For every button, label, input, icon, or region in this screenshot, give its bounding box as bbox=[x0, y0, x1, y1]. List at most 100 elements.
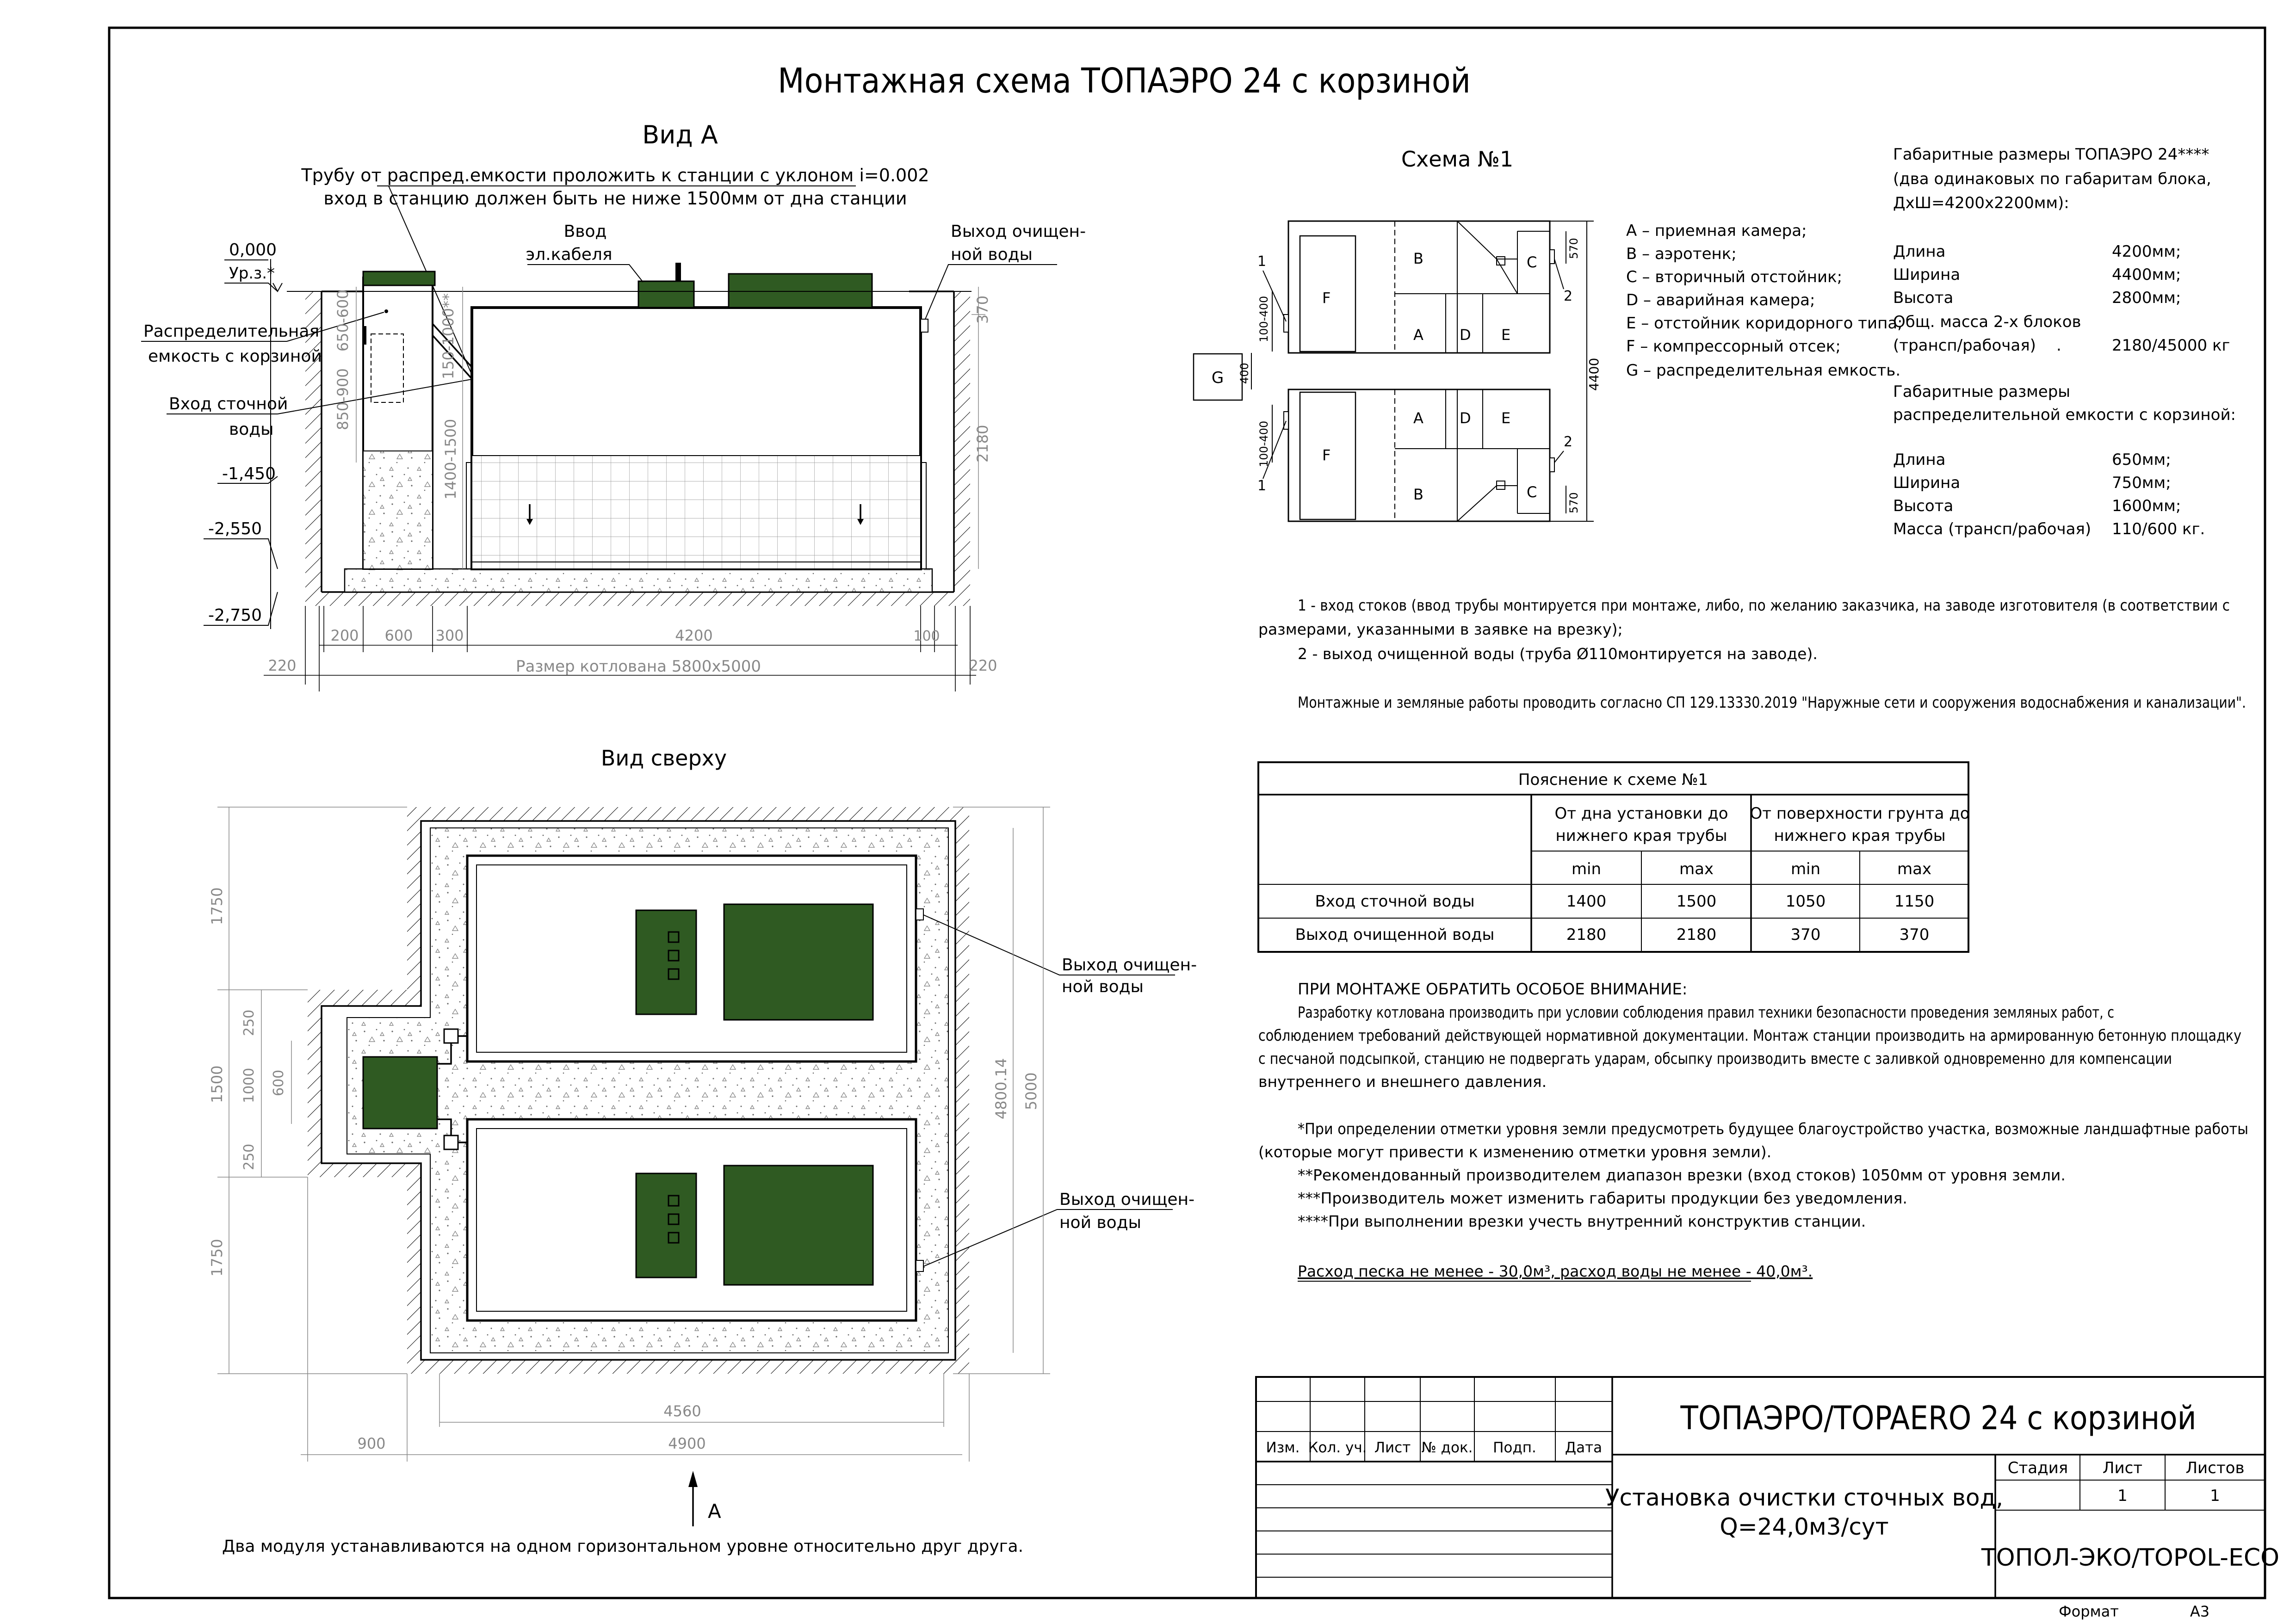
title-block: Изм. Кол. уч. Лист № док. Подп. Дата ТОП… bbox=[1255, 1376, 2279, 1620]
spec-length-value: 4200мм; bbox=[2112, 242, 2181, 261]
tb-desc-1: Установка очистки сточных вод, bbox=[1605, 1484, 2003, 1511]
attention-line-3: с песчаной подсыпкой, станцию не подверг… bbox=[1258, 1049, 2172, 1068]
dist-height-value: 1600мм; bbox=[2112, 497, 2181, 515]
legend-g: G – распределительная емкость. bbox=[1626, 361, 1900, 380]
spec-mass-dot: . bbox=[2056, 336, 2061, 355]
attention-notes: ПРИ МОНТАЖЕ ОБРАТИТЬ ОСОБОЕ ВНИМАНИЕ: Ра… bbox=[1258, 980, 2248, 1282]
dim-b-1: 200 bbox=[330, 627, 359, 644]
note-3: Монтажные и земляные работы проводить со… bbox=[1298, 693, 2246, 711]
view-a-note-1: Трубу от распред.емкости проложить к ста… bbox=[301, 165, 929, 185]
spec-length-label: Длина bbox=[1893, 242, 1945, 261]
tb-col-doc: № док. bbox=[1421, 1439, 1473, 1456]
dim-r-2: 5000 bbox=[1022, 1073, 1040, 1110]
scheme-dim-100-400b: 100-400 bbox=[1257, 421, 1270, 467]
scheme-top-d: D bbox=[1460, 326, 1471, 344]
tb-company: ТОПОЛ-ЭКО/TOPOL-ECO bbox=[1981, 1544, 2279, 1572]
dim-b-4: 4200 bbox=[675, 627, 712, 644]
pit-size-label: Размер котлована 5800х5000 bbox=[516, 657, 761, 676]
tb-sheets-val: 1 bbox=[2210, 1487, 2220, 1505]
scheme-1: Схема №1 B A D E C F A bbox=[1193, 147, 1903, 522]
dist-mass-value: 110/600 кг. bbox=[2112, 520, 2205, 538]
tb-col-list: Лист bbox=[1374, 1439, 1411, 1456]
scheme-dim-570b: 570 bbox=[1567, 492, 1580, 513]
spec-height-label: Высота bbox=[1893, 289, 1953, 307]
dim-l-2: 250 bbox=[241, 1010, 257, 1036]
attention-line-2: соблюдением требований действующей норма… bbox=[1258, 1026, 2241, 1044]
scheme-dim-570a: 570 bbox=[1567, 238, 1580, 259]
tb-col-data: Дата bbox=[1565, 1439, 1602, 1456]
notes: 1 - вход стоков (ввод трубы монтируется … bbox=[1258, 596, 2246, 711]
star-line-2: (которые могут привести к изменению отме… bbox=[1258, 1143, 1771, 1161]
view-top: Вид сверху Выход очищен- ной воды bbox=[208, 746, 1197, 1556]
note-1b: размерами, указанными в заявке на врезку… bbox=[1258, 620, 1623, 638]
tb-col-kol: Кол. уч. bbox=[1308, 1439, 1367, 1456]
spec-width-value: 4400мм; bbox=[2112, 265, 2181, 284]
inlet-label-2: воды bbox=[229, 420, 274, 439]
row-outlet-v2: 2180 bbox=[1677, 926, 1717, 944]
top-outlet-1-b: ной воды bbox=[1062, 977, 1144, 996]
spec-width-label: Ширина bbox=[1893, 265, 1960, 284]
dist-h2: распределительной емкости с корзиной: bbox=[1893, 406, 2236, 424]
outlet-label-2: ной воды bbox=[951, 245, 1033, 264]
table-max-1: max bbox=[1679, 860, 1714, 878]
callout-1a: 1 bbox=[1257, 253, 1266, 270]
spec-mass-label-1: Общ. масса 2-х блоков bbox=[1893, 313, 2081, 331]
tb-sheet: Лист bbox=[2103, 1459, 2142, 1477]
specs-h3: ДхШ=4200х2200мм): bbox=[1893, 194, 2069, 212]
table-max-2: max bbox=[1897, 860, 1931, 878]
table-title: Пояснение к схеме №1 bbox=[1518, 771, 1708, 789]
star-line-5: ****При выполнении врезки учесть внутрен… bbox=[1298, 1212, 1866, 1230]
view-a: Вид А Трубу от распред.емкости проложить… bbox=[141, 120, 1086, 691]
soil-left bbox=[305, 291, 322, 592]
cable-label-2: эл.кабеля bbox=[526, 245, 612, 264]
main-title: Монтажная схема ТОПАЭРО 24 с корзиной bbox=[778, 61, 1471, 101]
dist-label-1: Распределительная bbox=[143, 322, 319, 341]
soil-right bbox=[954, 291, 970, 592]
tb-col-podp: Подп. bbox=[1493, 1439, 1536, 1456]
legend-c: С – вторичный отстойник; bbox=[1626, 268, 1842, 286]
dim-r-1: 4800.14 bbox=[992, 1058, 1010, 1119]
dim-220-right: 220 bbox=[969, 657, 997, 674]
dim-v-5: 370 bbox=[974, 296, 991, 324]
dist-height-label: Высота bbox=[1893, 497, 1953, 515]
star-line-3: **Рекомендованный производителем диапазо… bbox=[1298, 1166, 2066, 1184]
scheme-bot-d: D bbox=[1460, 409, 1471, 427]
legend-b: В – аэротенк; bbox=[1626, 245, 1737, 263]
scheme-bot-a: A bbox=[1413, 409, 1423, 427]
scheme-dim-400: 400 bbox=[1238, 363, 1251, 384]
dim-4560: 4560 bbox=[663, 1402, 701, 1420]
dist-length-value: 650мм; bbox=[2112, 450, 2171, 469]
spec-height-value: 2800мм; bbox=[2112, 289, 2181, 307]
specs: Габаритные размеры ТОПАЭРО 24**** (два о… bbox=[1893, 145, 2236, 538]
scheme-bot-f: F bbox=[1322, 446, 1331, 464]
legend-d: D – аварийная камера; bbox=[1626, 291, 1815, 309]
table-h1: От дна установки до bbox=[1554, 804, 1728, 823]
sheet-frame bbox=[108, 26, 2266, 1599]
top-outlet-2-a: Выход очищен- bbox=[1059, 1190, 1194, 1209]
row-inlet-label: Вход сточной воды bbox=[1315, 892, 1474, 911]
dim-l-3: 1500 bbox=[208, 1066, 226, 1103]
scheme-title: Схема №1 bbox=[1401, 147, 1513, 172]
scheme-top-c: C bbox=[1527, 253, 1537, 271]
cable-label-1: Ввод bbox=[564, 222, 607, 241]
note-1a: 1 - вход стоков (ввод трубы монтируется … bbox=[1298, 596, 2230, 614]
level-1: -1,450 bbox=[222, 464, 276, 483]
top-outlet-2-b: ной воды bbox=[1059, 1213, 1141, 1232]
soil-bottom bbox=[305, 592, 970, 606]
row-outlet-v4: 370 bbox=[1900, 926, 1930, 944]
row-inlet-v1: 1400 bbox=[1566, 892, 1607, 911]
dim-v-4: 1400-1500 bbox=[442, 419, 459, 500]
dist-width-value: 750мм; bbox=[2112, 474, 2171, 492]
inlet-label-1: Вход сточной bbox=[169, 395, 288, 413]
dist-h1: Габаритные размеры bbox=[1893, 383, 2070, 401]
scheme-top-f: F bbox=[1322, 289, 1331, 307]
dim-l-4: 1000 bbox=[241, 1068, 257, 1103]
view-a-note-2: вход в станцию должен быть не ниже 1500м… bbox=[323, 188, 907, 209]
view-top-title: Вид сверху bbox=[601, 746, 727, 771]
dim-220-left: 220 bbox=[268, 657, 296, 674]
level-zero-sub: Ур.з.* bbox=[229, 264, 275, 283]
legend-f: F – компрессорный отсек; bbox=[1626, 337, 1841, 356]
row-outlet-label: Выход очищенной воды bbox=[1295, 926, 1495, 944]
view-a-arrow-label: А bbox=[708, 1500, 721, 1523]
